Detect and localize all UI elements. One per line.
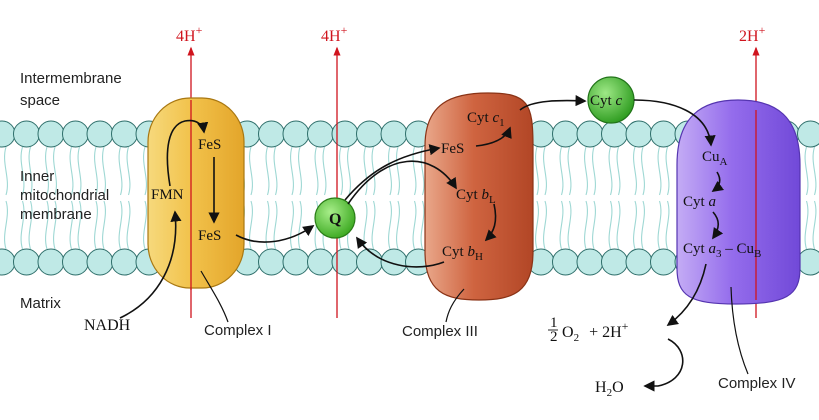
- complex1-fes-bottom: FeS: [198, 228, 221, 244]
- complex1-name: Complex I: [204, 322, 272, 339]
- name-leader-lines: [200, 270, 749, 375]
- complex4-cyt-a3-cub: Cyt a3 – CuB: [683, 241, 761, 260]
- nadh-label: NADH: [84, 317, 131, 334]
- q-to-cyt-bl-arrow: [347, 160, 457, 205]
- complex4-shape: [676, 99, 801, 305]
- water-label: H2O: [595, 379, 624, 399]
- svg-text:O2+ 2H+: O2+ 2H+: [562, 319, 629, 344]
- complex1-fes-top: FeS: [198, 137, 221, 153]
- fes-to-cyt-c1-arrow: [475, 126, 512, 147]
- complex3-cyt-bh: Cyt bH: [442, 244, 483, 263]
- q-proton-label: 4H+: [321, 23, 348, 45]
- cyt-a3-to-oxygen-arrow: [666, 263, 707, 326]
- electron-flow-arrows: [119, 95, 725, 392]
- svg-text:1: 1: [550, 315, 558, 331]
- oxygen-reaction-label: 1 2 O2+ 2H+: [548, 315, 629, 345]
- complex3-cyt-bl: Cyt bL: [456, 187, 496, 206]
- cua-to-cyt-a-arrow: [711, 171, 725, 192]
- complex3-name: Complex III: [402, 323, 478, 340]
- cytc-to-cua-arrow: [633, 99, 716, 147]
- complex1-shape: [147, 97, 245, 289]
- fmn-to-fes-arrow: [166, 119, 209, 187]
- ubiquinone-label: Q: [329, 211, 341, 228]
- cyt-bh-to-q-arrow: [356, 236, 445, 268]
- complex4-name: Complex IV: [718, 375, 796, 392]
- ubiquinone-circle: [314, 197, 356, 239]
- q-to-complex3-fes-arrow: [344, 144, 441, 201]
- cyt-bl-to-cyt-bh-arrow: [484, 203, 497, 242]
- complex4-cyt-a: Cyt a: [683, 194, 716, 210]
- nadh-to-fmn-arrow: [119, 210, 182, 319]
- oxygen-to-water-arrow: [643, 338, 684, 392]
- complex1-proton-label: 4H+: [176, 23, 203, 45]
- complex3-cyt-c1: Cyt c1: [467, 110, 505, 129]
- complex3-shape: [424, 92, 534, 301]
- complex4-cua: CuA: [702, 149, 728, 168]
- fes-to-q-arrow: [235, 225, 315, 243]
- matrix-label: Matrix: [20, 295, 61, 312]
- cyt-a-to-cyt-a3-arrow: [712, 211, 724, 240]
- cytochrome-c-label: Cyt c: [590, 93, 622, 109]
- cyt-c1-to-cytc-arrow: [519, 95, 587, 111]
- complex3-fes: FeS: [441, 141, 464, 157]
- svg-text:2: 2: [550, 329, 558, 345]
- complex4-proton-label: 2H+: [739, 23, 766, 45]
- complex1-fmn: FMN: [151, 187, 184, 203]
